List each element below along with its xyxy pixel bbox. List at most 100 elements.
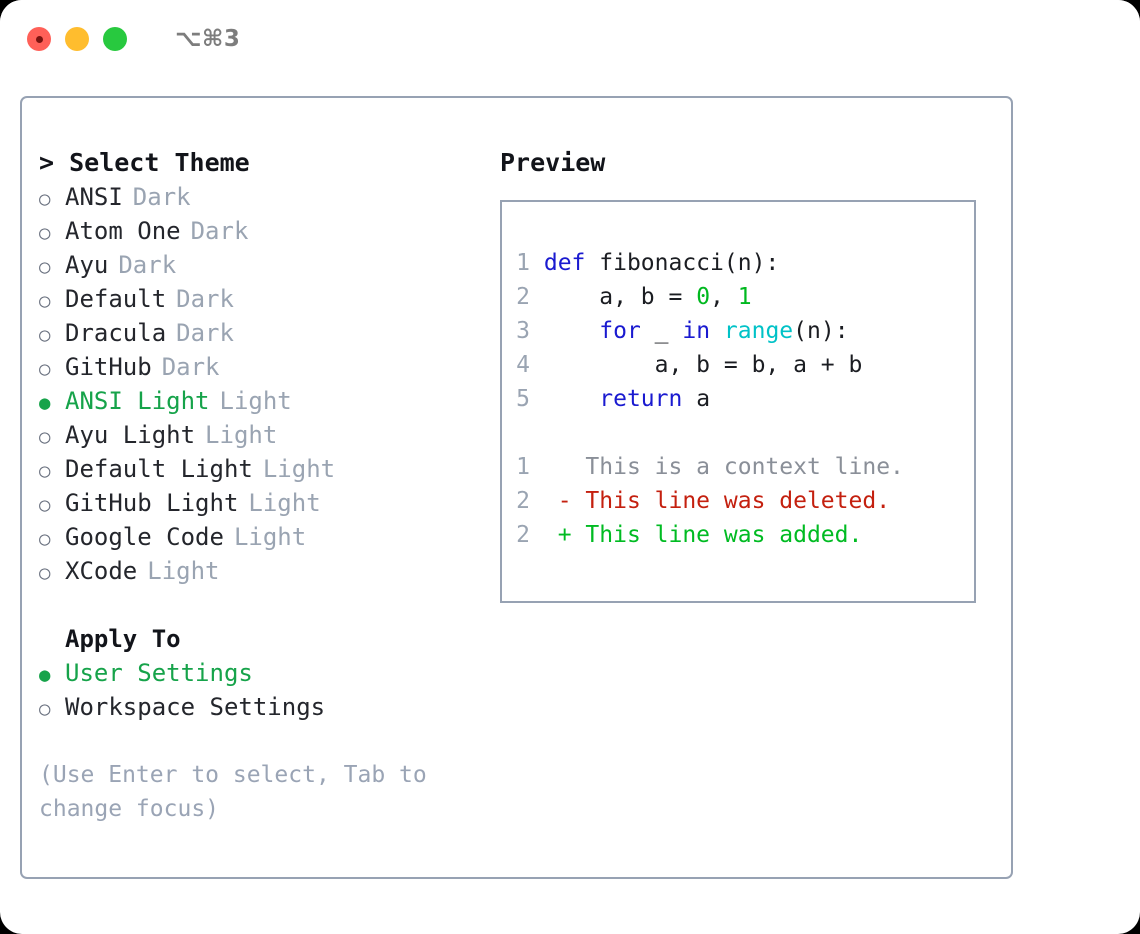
line-number: 4: [516, 352, 530, 378]
theme-category-tag: Dark: [176, 285, 234, 313]
code-token: [544, 386, 599, 412]
radio-unselected-icon[interactable]: ○: [39, 460, 51, 482]
line-number: 5: [516, 386, 530, 412]
theme-category-tag: Dark: [132, 183, 191, 211]
theme-name: Default: [65, 285, 167, 313]
code-token: fibonacci(n):: [585, 250, 780, 276]
code-token: [544, 318, 599, 344]
code-token: for: [599, 318, 641, 344]
theme-category-tag: Light: [205, 421, 278, 449]
code-token: ,: [710, 284, 738, 310]
code-token: a, b = b, a + b: [543, 352, 863, 378]
theme-category-tag: Light: [233, 523, 307, 551]
theme-list-item[interactable]: ○ Default Dark: [39, 282, 494, 316]
theme-category-tag: Light: [248, 489, 321, 517]
code-line: 3 for _ in range(n):: [516, 314, 974, 348]
apply-to-label: User Settings: [65, 659, 253, 687]
theme-list-item[interactable]: ○ Dracula Dark: [39, 316, 494, 350]
theme-name: Default Light: [65, 455, 253, 483]
code-token: a: [682, 386, 711, 412]
theme-name: Ayu Light: [65, 421, 196, 449]
code-line: 2 a, b = 0, 1: [516, 280, 974, 314]
diff-marker: +: [557, 522, 586, 548]
diff-marker: [558, 454, 586, 480]
minimize-window-button[interactable]: [65, 27, 89, 51]
theme-name: Ayu: [65, 251, 109, 279]
theme-name: Atom One: [65, 217, 181, 245]
theme-list-item[interactable]: ○ GitHub Light Light: [39, 486, 494, 520]
code-token: _: [640, 318, 683, 344]
radio-unselected-icon[interactable]: ○: [39, 358, 51, 380]
help-hint-text: (Use Enter to select, Tab to change focu…: [39, 762, 441, 822]
radio-unselected-icon[interactable]: ○: [39, 290, 51, 312]
maximize-window-button[interactable]: [103, 27, 127, 51]
diff-text: This line was deleted.: [585, 488, 891, 514]
radio-unselected-icon[interactable]: ○: [39, 528, 51, 550]
select-theme-heading: > Select Theme: [39, 148, 250, 177]
preview-heading: Preview: [500, 148, 606, 177]
theme-name: Dracula: [65, 319, 167, 347]
diff-line: 1 This is a context line.: [516, 450, 974, 484]
apply-to-option[interactable]: ● User Settings: [39, 656, 494, 690]
radio-unselected-icon[interactable]: ○: [39, 324, 51, 346]
code-token: (n):: [793, 318, 849, 344]
code-diff-spacer: [516, 416, 974, 450]
radio-unselected-icon[interactable]: ○: [39, 222, 51, 244]
radio-unselected-icon[interactable]: ○: [39, 698, 51, 720]
theme-category-tag: Light: [262, 455, 336, 483]
close-window-button[interactable]: [27, 27, 51, 51]
radio-unselected-icon[interactable]: ○: [39, 494, 51, 516]
theme-name: ANSI Light: [65, 387, 210, 415]
diff-sample: 1 This is a context line.2 - This line w…: [516, 450, 974, 552]
code-token: range: [723, 318, 794, 344]
radio-selected-icon[interactable]: ●: [39, 664, 51, 686]
theme-list-item[interactable]: ○ Default Light Light: [39, 452, 494, 486]
theme-category-tag: Dark: [176, 319, 234, 347]
radio-unselected-icon[interactable]: ○: [39, 426, 51, 448]
radio-unselected-icon[interactable]: ○: [39, 562, 51, 584]
line-number: 2: [516, 522, 530, 548]
line-number: 3: [516, 318, 530, 344]
code-token: a, b =: [543, 284, 697, 310]
radio-unselected-icon[interactable]: ○: [39, 188, 51, 210]
radio-unselected-icon[interactable]: ○: [39, 256, 51, 278]
traffic-light-buttons: [27, 27, 127, 51]
diff-marker: -: [557, 488, 586, 514]
code-line: 4 a, b = b, a + b: [516, 348, 974, 382]
apply-to-heading: Apply To: [65, 625, 181, 653]
apply-to-options[interactable]: ● User Settings ○Workspace Settings: [39, 656, 494, 724]
window-titlebar: ⌥⌘3: [0, 0, 1140, 78]
theme-list-item[interactable]: ○ Ayu Light Light: [39, 418, 494, 452]
line-number: 1: [516, 454, 530, 480]
apply-to-option[interactable]: ○Workspace Settings: [39, 690, 494, 724]
theme-category-tag: Light: [219, 387, 292, 415]
radio-selected-icon[interactable]: ●: [39, 392, 51, 414]
code-line: 1 def fibonacci(n):: [516, 246, 974, 280]
diff-text: This line was added.: [585, 522, 863, 548]
theme-name: GitHub: [65, 353, 152, 381]
line-number: 2: [516, 488, 530, 514]
code-token: [710, 318, 724, 344]
theme-name: GitHub Light: [65, 489, 239, 517]
diff-line: 2 + This line was added.: [516, 518, 974, 552]
theme-list-item[interactable]: ● ANSI Light Light: [39, 384, 494, 418]
theme-list-item[interactable]: ○ Ayu Dark: [39, 248, 494, 282]
code-token: 1: [737, 284, 752, 310]
code-token: 0: [696, 284, 711, 310]
theme-category-tag: Dark: [118, 251, 177, 279]
diff-text: This is a context line.: [585, 454, 904, 480]
preview-pane: Preview 1 def fibonacci(n):2 a, b = 0, 1…: [500, 146, 1000, 603]
diff-line: 2 - This line was deleted.: [516, 484, 974, 518]
list-spacer: [39, 588, 494, 622]
keyboard-shortcut-label: ⌥⌘3: [175, 26, 241, 52]
